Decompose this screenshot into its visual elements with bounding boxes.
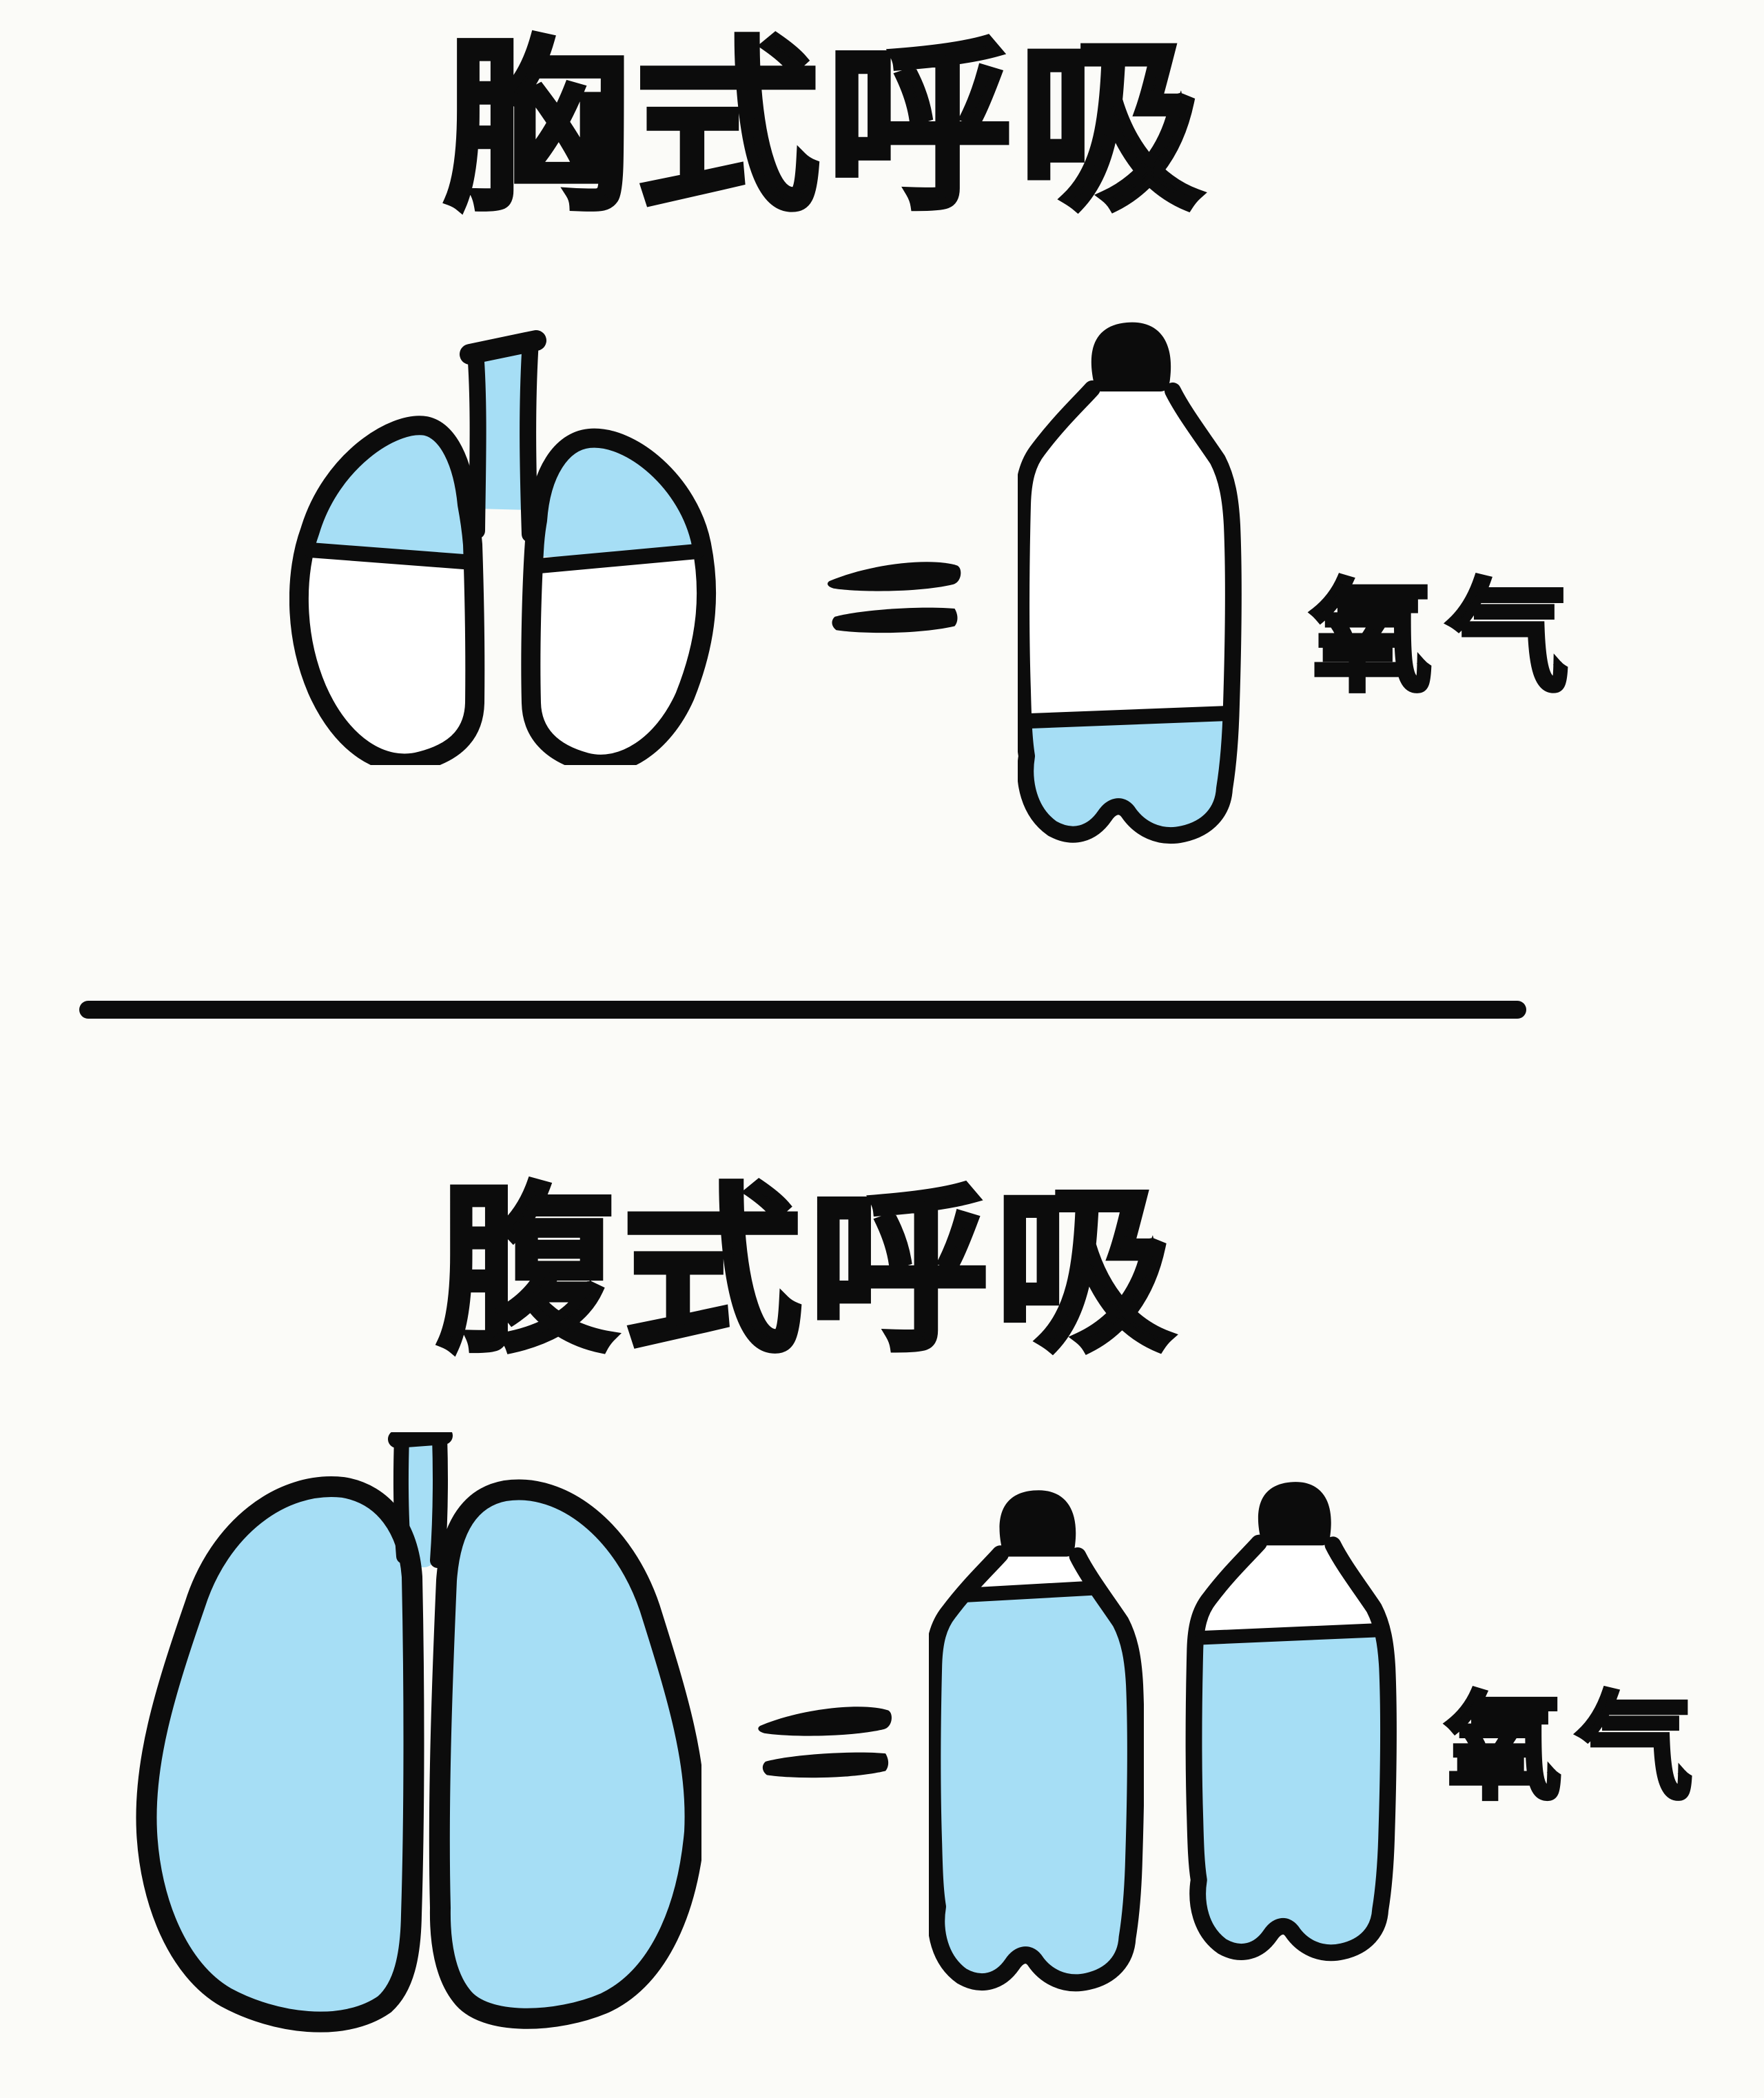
trachea-outline-left [393,1432,411,1564]
equals-icon [755,1695,899,1786]
equals-icon [825,548,967,644]
section-divider [79,1001,1526,1019]
trachea-outline-right [430,1432,448,1568]
bottle-liquid [1023,717,1231,836]
equals-icon-svg [827,562,961,633]
bottle-liquid-level [1195,1623,1385,1645]
left-lung-lobe [146,1487,414,2022]
equals-icon-svg [758,1707,892,1778]
lungs-fully-filled-figure [123,1432,701,2035]
lungs-partially-filled-figure [289,324,717,765]
bottle-liquid [1193,1633,1388,1953]
bottle-low-fill-figure [1018,318,1242,846]
abdominal-breathing-title: 腹式呼吸 [435,1168,1181,1376]
trachea [475,341,531,510]
lungs-liquid-level-right [524,544,705,574]
trachea-outline-right [520,333,539,542]
bottle-icon [1018,322,1242,844]
lungs-icon [289,330,717,765]
lungs-liquid-level-left [302,542,480,570]
bottle-icon [1185,1482,1397,1962]
bottle-liquid-level [1023,706,1235,729]
bottle-cap [1091,322,1171,391]
trachea-outline-left [467,343,486,539]
bottle-liquid [932,1591,1136,1983]
lungs-icon [136,1432,701,2033]
chest-breathing-title: 胸式呼吸 [442,21,1210,236]
oxygen-label: 氧气 [1444,1680,1707,1815]
bottle-full-figure [929,1480,1144,1999]
oxygen-label: 氧气 [1309,567,1584,709]
right-lung-lobe [439,1489,695,2019]
bottle-liquid-level [960,1580,1106,1602]
trachea-top-edge [388,1432,453,1448]
bottle-cap [1258,1482,1331,1546]
bottle-icon [929,1490,1144,1992]
lungs-liquid [302,425,704,557]
bottle-mostly-full-figure [1180,1478,1407,1962]
bottle-cap [999,1490,1076,1557]
trachea-top-edge [460,330,546,365]
